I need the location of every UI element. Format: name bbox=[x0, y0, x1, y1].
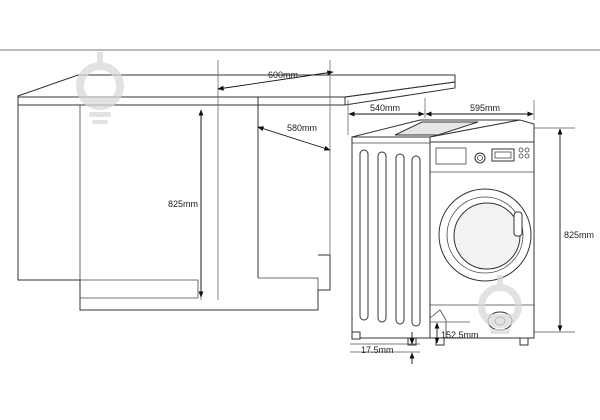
machine-top-recess bbox=[394, 121, 479, 136]
machine-foot bbox=[519, 337, 529, 346]
side-rib bbox=[359, 149, 369, 321]
side-rib bbox=[377, 151, 387, 323]
machine-depth-label: 540mm bbox=[370, 103, 400, 113]
cabinet-width-dimension: 600mm bbox=[217, 70, 334, 91]
machine-width-dimension: 595mm bbox=[425, 103, 534, 117]
foot-offset-label: 17.5mm bbox=[361, 345, 394, 355]
detergent-drawer bbox=[435, 147, 467, 165]
lightbulb-icon bbox=[477, 275, 522, 334]
machine-width-label: 595mm bbox=[470, 103, 500, 113]
program-knob bbox=[474, 152, 486, 164]
foot-offset-dimension: 17.5mm bbox=[361, 332, 415, 364]
door-handle bbox=[513, 211, 523, 237]
machine-height-label: 825mm bbox=[564, 230, 594, 240]
cabinet-left-panel bbox=[17, 105, 80, 281]
cabinet-depth-label: 580mm bbox=[287, 123, 317, 133]
cabinet-depth-dimension: 580mm bbox=[257, 123, 331, 151]
cabinet-width-label: 600mm bbox=[268, 70, 298, 80]
machine-foot bbox=[351, 331, 361, 340]
washing-machine bbox=[351, 119, 535, 346]
cabinet-height-dimension: 825mm bbox=[168, 109, 204, 298]
side-rib bbox=[411, 155, 421, 327]
lightbulb-icon bbox=[75, 52, 124, 124]
bottom-clearance-dimension: 152.5mm bbox=[434, 322, 479, 344]
bottom-clearance-label: 152.5mm bbox=[441, 330, 479, 340]
machine-depth-dimension: 540mm bbox=[348, 103, 425, 117]
machine-height-dimension: 825mm bbox=[557, 128, 594, 332]
side-rib bbox=[395, 153, 405, 325]
cabinet-plinth bbox=[79, 280, 319, 311]
cabinet-height-label: 825mm bbox=[168, 199, 198, 209]
